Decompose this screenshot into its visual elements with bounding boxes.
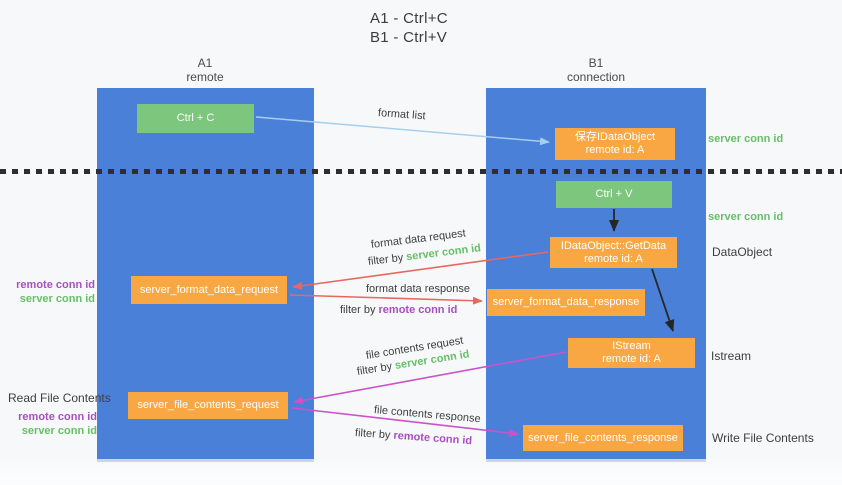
node-server-file-contents-request: server_file_contents_request <box>128 392 288 419</box>
phase-separator-dotted-line <box>0 169 842 174</box>
node-idataobject-getdata: IDataObject::GetData remote id: A <box>550 237 677 268</box>
node-istream: IStream remote id: A <box>568 338 695 368</box>
label-istream: Istream <box>711 349 752 363</box>
node-server-format-data-request: server_format_data_request <box>131 276 287 304</box>
node-server-format-data-response: server_format_data_response <box>487 289 645 316</box>
label-remote-conn-id-left-2: remote conn id <box>18 411 97 423</box>
node-ctrl-v: Ctrl + V <box>556 181 672 208</box>
node-save-dataobject-line1: 保存IDataObject <box>574 131 656 143</box>
arrow-format-data-response <box>289 294 483 305</box>
node-ctrl-v-label: Ctrl + V <box>595 188 633 200</box>
label-server-conn-id-left-1: server conn id <box>19 293 95 305</box>
node-file-request-label: server_file_contents_request <box>137 399 279 411</box>
node-getdata-line2: remote id: A <box>584 252 643 265</box>
label-server-conn-id-mid: server conn id <box>708 211 784 223</box>
filter-by-text: filter by <box>367 251 407 268</box>
lifeline-b1-role: connection <box>566 70 626 84</box>
lifeline-header-b1: B1 connection <box>536 56 656 84</box>
label-filter-by-remote-conn-id-1: filter by remote conn id <box>340 304 457 316</box>
label-dataobject: DataObject <box>712 245 773 259</box>
remote-conn-id-text: remote conn id <box>378 304 458 316</box>
label-group-format-request-conn-ids: remote conn id server conn id <box>0 278 95 306</box>
node-save-dataobject: 保存IDataObject remote id: A <box>555 128 675 160</box>
node-format-request-label: server_format_data_request <box>139 283 279 296</box>
lifeline-b1-name: B1 <box>588 56 604 70</box>
label-read-file-contents: Read File Contents <box>8 391 111 405</box>
lifeline-header-a1: A1 remote <box>145 56 265 84</box>
filter-by-text: filter by <box>356 360 396 378</box>
label-remote-conn-id-left-1: remote conn id <box>16 279 95 291</box>
node-file-response-label: server_file_contents_response <box>528 431 678 444</box>
filter-by-text: filter by <box>340 304 379 316</box>
label-server-conn-id-top: server conn id <box>708 133 784 145</box>
diagram-title: A1 - Ctrl+C B1 - Ctrl+V <box>370 9 448 47</box>
label-server-conn-id-left-2: server conn id <box>21 425 97 437</box>
remote-conn-id-text: remote conn id <box>393 429 473 448</box>
node-ctrl-c-label: Ctrl + C <box>176 112 215 124</box>
filter-by-text: filter by <box>354 427 394 442</box>
node-istream-line1: IStream <box>612 340 651 352</box>
label-file-contents-response: file contents response <box>373 404 482 426</box>
title-line-1: A1 - Ctrl+C <box>370 10 448 27</box>
label-format-data-response: format data response <box>366 283 470 295</box>
lifeline-a1-role: remote <box>186 70 224 84</box>
title-line-2: B1 - Ctrl+V <box>370 29 448 46</box>
label-group-file-request-conn-ids: remote conn id server conn id <box>0 410 97 438</box>
label-write-file-contents: Write File Contents <box>712 431 814 445</box>
node-getdata-line1: IDataObject::GetData <box>560 239 667 252</box>
label-format-list: format list <box>377 107 426 123</box>
lifeline-a1-name: A1 <box>197 56 213 70</box>
node-server-file-contents-response: server_file_contents_response <box>523 425 683 451</box>
node-istream-line2: remote id: A <box>602 353 661 365</box>
node-format-response-label: server_format_data_response <box>492 296 640 308</box>
node-ctrl-c: Ctrl + C <box>137 104 254 133</box>
node-save-dataobject-line2: remote id: A <box>585 144 645 156</box>
label-filter-by-remote-conn-id-2: filter by remote conn id <box>355 427 473 447</box>
